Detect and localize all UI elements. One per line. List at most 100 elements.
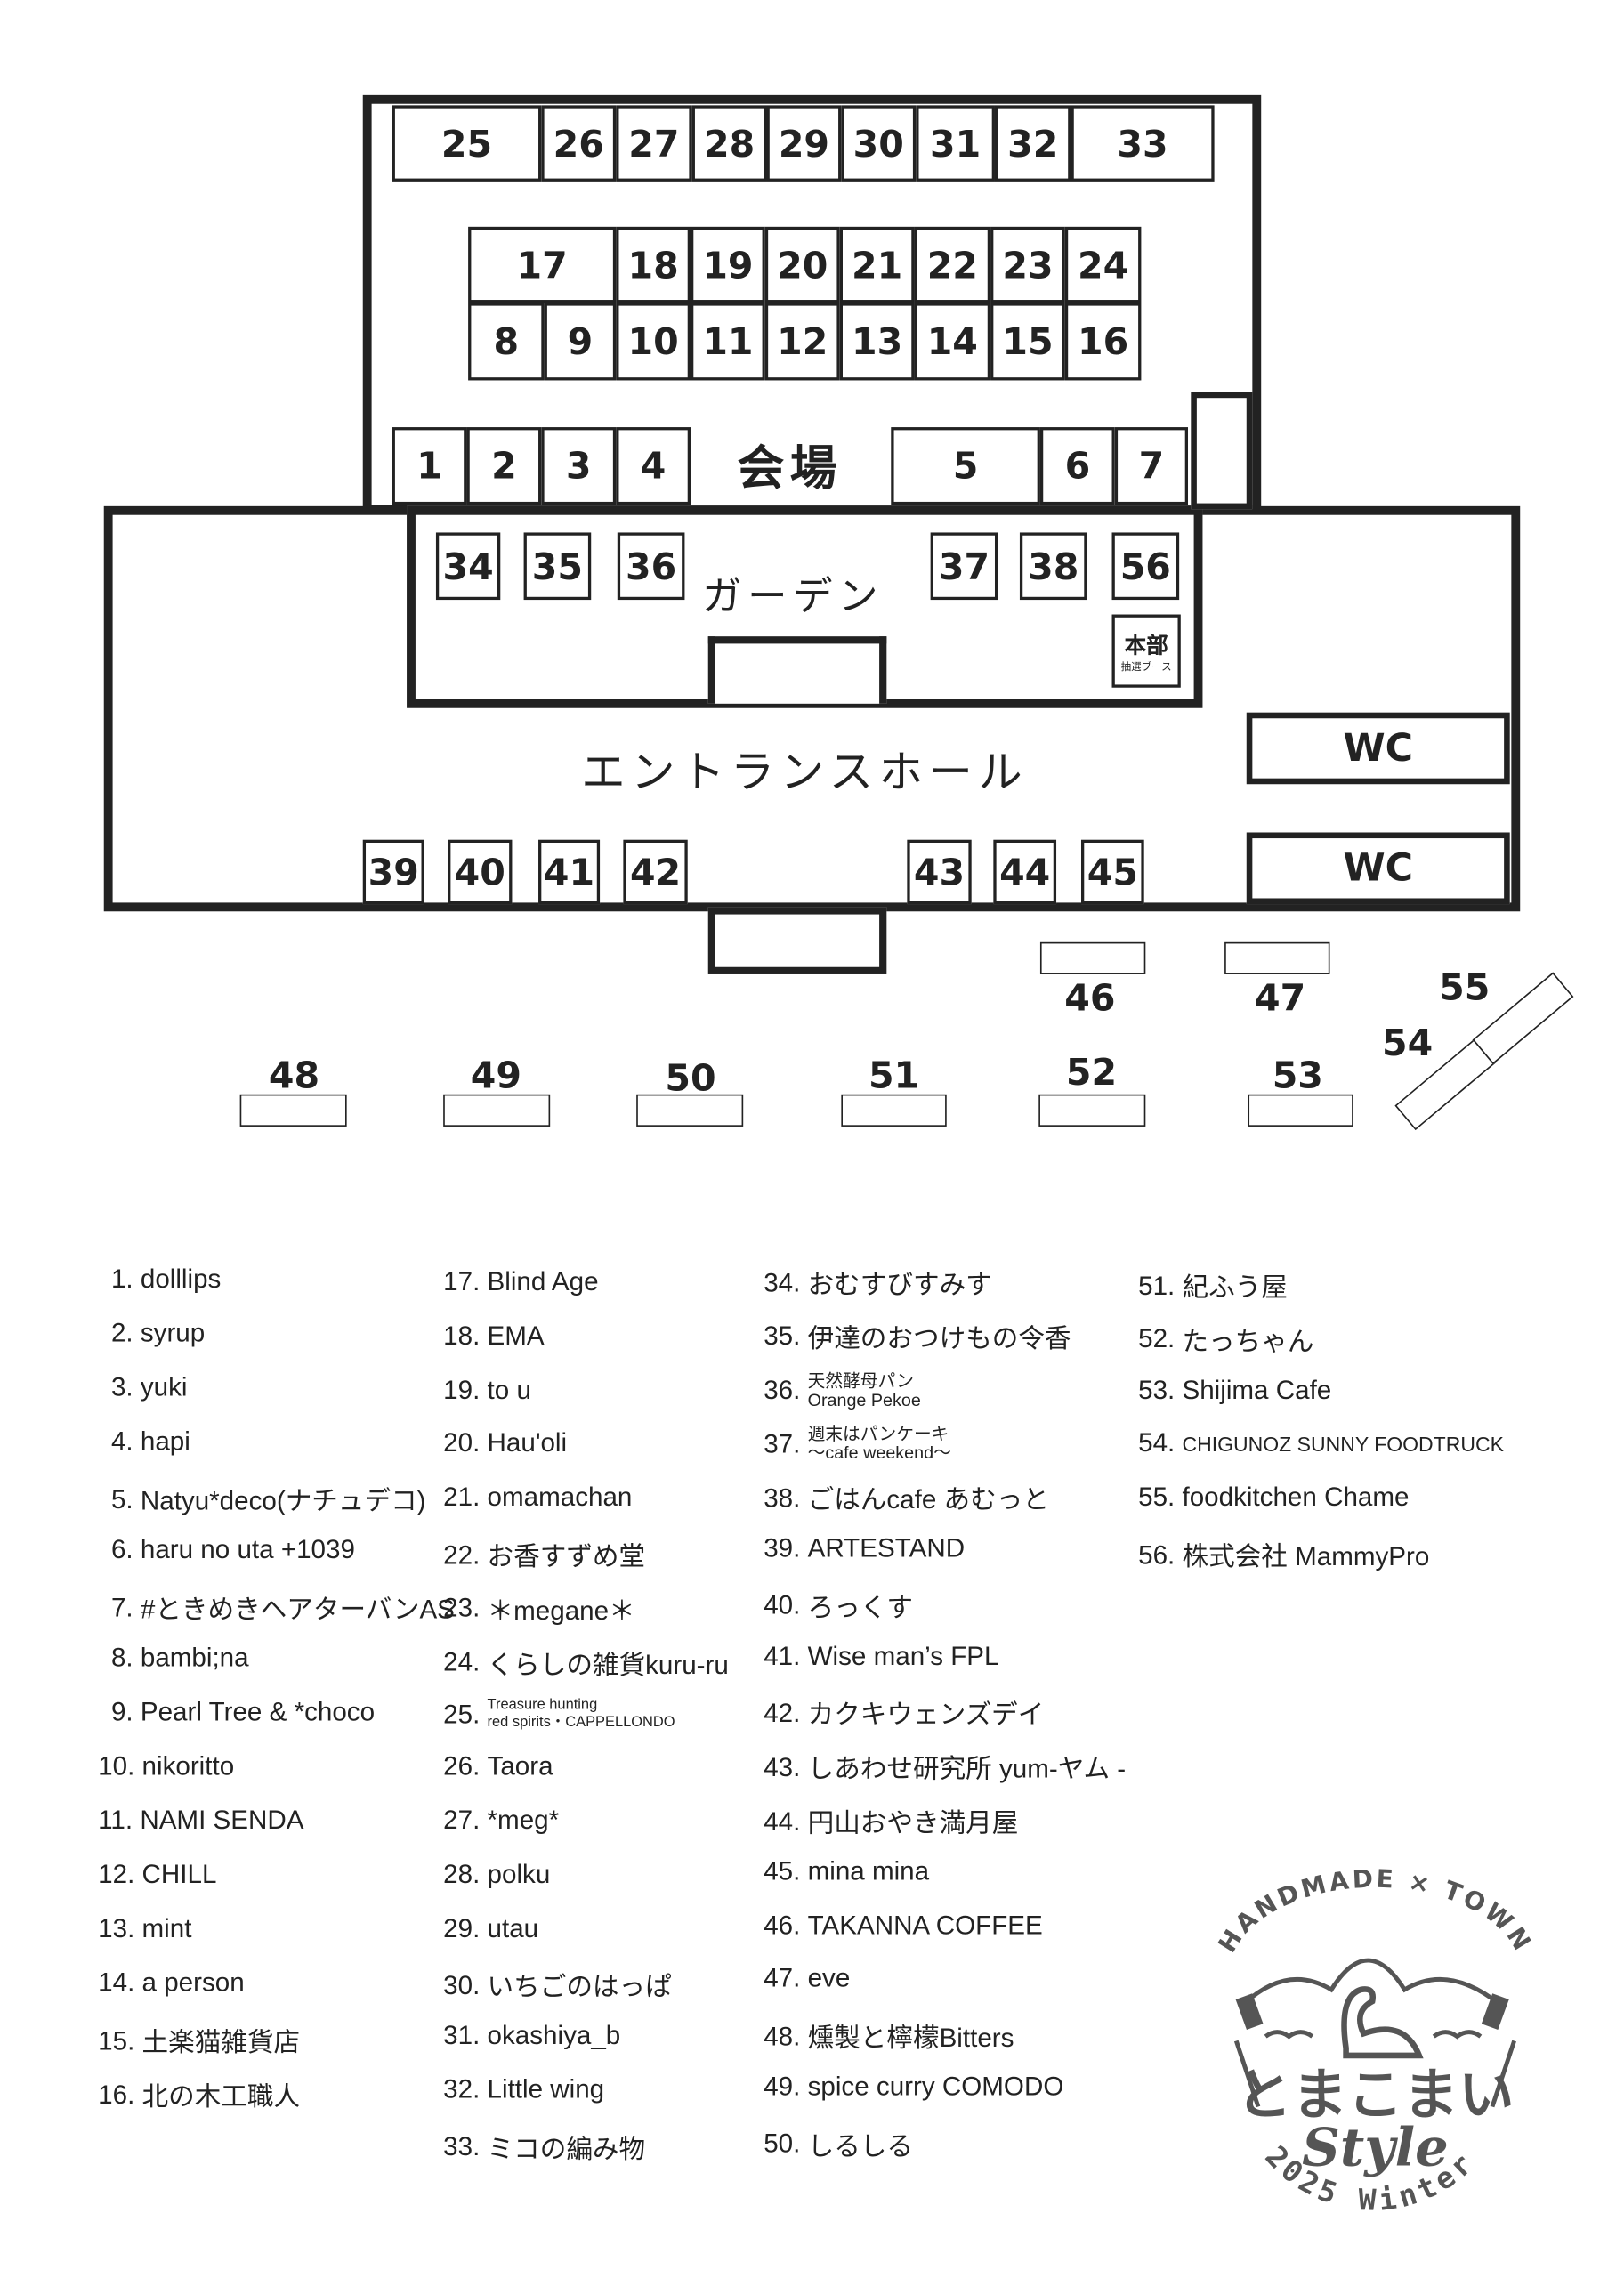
vendor-number: 40. (764, 1590, 801, 1620)
vendor-name: NAMI SENDA (140, 1805, 304, 1835)
vendor-item: 46.TAKANNA COFFEE (764, 1910, 1043, 1942)
vendor-item: 52.たっちゃん (1138, 1321, 1313, 1359)
vendor-name: utau (487, 1912, 539, 1943)
spool-right-icon (1481, 1993, 1509, 2031)
booth-51-label: 51 (868, 1054, 920, 1097)
booth-33: 33 (1071, 105, 1215, 182)
booth-42: 42 (623, 839, 688, 905)
booth-46-table (1039, 941, 1146, 974)
booth-50-label: 50 (665, 1056, 716, 1100)
vendor-name: おむすびすみす (807, 1270, 992, 1299)
vendor-item: 38.ごはんcafe あむっと (764, 1479, 1049, 1517)
booth-20: 20 (764, 226, 840, 303)
booth-53-label: 53 (1272, 1054, 1323, 1097)
vendor-number: 15. (98, 2025, 135, 2056)
vendor-item: 6.haru no uta +1039 (111, 1535, 355, 1566)
vendor-name-line1: 週末はパンケーキ (807, 1424, 949, 1445)
side-room (1191, 392, 1253, 510)
booth-1: 1 (392, 427, 467, 505)
booth-8: 8 (468, 303, 545, 381)
vendor-item: 30.いちごのはっぱ (443, 1967, 672, 2005)
vendor-item: 4.hapi (111, 1426, 190, 1458)
vendor-number: 10. (98, 1750, 135, 1781)
vendor-name: spice curry COMODO (807, 2072, 1064, 2101)
vendor-item: 2.syrup (111, 1318, 205, 1349)
vendor-number: 38. (764, 1482, 801, 1513)
booth-11: 11 (691, 303, 765, 381)
vendor-name: ごはんcafe あむっと (807, 1485, 1049, 1515)
booth-48-table (239, 1094, 347, 1127)
booth-46-label: 46 (1064, 976, 1116, 1020)
vendor-number: 17. (443, 1266, 481, 1297)
vendor-number: 35. (764, 1321, 801, 1351)
vendor-number: 46. (764, 1910, 801, 1940)
booth-56: 56 (1111, 532, 1180, 601)
booth-38: 38 (1019, 532, 1087, 601)
vendor-item: 55.foodkitchen Chame (1138, 1482, 1409, 1514)
vendor-number: 31. (443, 2020, 481, 2050)
booth-29: 29 (766, 105, 842, 182)
vendor-number: 22. (443, 1539, 481, 1570)
vendor-name: いちごのはっぱ (487, 1972, 672, 2002)
vendor-name-line1: 天然酵母パン (807, 1369, 914, 1391)
vendor-number: 29. (443, 1912, 481, 1943)
vendor-name: Blind Age (487, 1266, 599, 1297)
vendor-name: Little wing (487, 2074, 605, 2104)
vendor-number: 55. (1138, 1482, 1176, 1512)
booth-34: 34 (435, 532, 501, 601)
vendor-item: 9.Pearl Tree & *choco (111, 1697, 375, 1728)
vendor-item: 26.Taora (443, 1751, 553, 1782)
vendor-item: 48.燻製と檸檬Bitters (764, 2018, 1014, 2056)
vendor-item: 20.Hau'oli (443, 1428, 567, 1459)
vendor-number: 16. (98, 2080, 135, 2109)
vendor-name: dolllips (140, 1264, 222, 1294)
vendor-name: Hau'oli (487, 1428, 568, 1458)
thread-line (1241, 1958, 1501, 2007)
vendor-number: 7. (110, 1592, 133, 1622)
vendor-item: 8.bambi;na (111, 1643, 249, 1674)
vendor-name: 円山おやき満月屋 (807, 1808, 1019, 1838)
vendor-name: nikoritto (141, 1750, 235, 1781)
vendor-number: 28. (443, 1859, 481, 1889)
booth-32: 32 (994, 105, 1071, 182)
vendor-name: しあわせ研究所 yum-ヤム - (807, 1754, 1127, 1784)
vendor-name: しるしる (807, 2131, 913, 2161)
booth-39: 39 (362, 839, 424, 905)
booth-41: 41 (538, 839, 601, 905)
vendor-number: 20. (443, 1428, 481, 1458)
vendor-number: 11. (98, 1805, 133, 1835)
booth-10: 10 (616, 303, 691, 381)
vendor-item: 1.dolllips (111, 1264, 221, 1296)
booth-5: 5 (891, 427, 1040, 505)
booth-7: 7 (1114, 427, 1189, 505)
vendor-item: 47.eve (764, 1964, 850, 1995)
booth-3: 3 (541, 427, 617, 505)
vendor-item: 23.＊megane＊ (443, 1590, 635, 1628)
vendor-number: 48. (764, 2021, 801, 2051)
vendor-number: 18. (443, 1321, 481, 1351)
booth-36: 36 (617, 532, 685, 601)
vendor-name: syrup (140, 1318, 206, 1348)
vendor-number: 8. (110, 1643, 133, 1673)
vendor-name: a person (141, 1967, 245, 1998)
vendor-item: 15.土楽猫雑貨店 (98, 2022, 300, 2060)
vendor-name: 燻製と檸檬Bitters (807, 2024, 1014, 2053)
booth-27: 27 (616, 105, 692, 182)
vendor-number: 6. (110, 1534, 133, 1564)
booth-43: 43 (907, 839, 972, 905)
vendor-name: polku (487, 1859, 551, 1889)
vendor-number: 9. (110, 1697, 133, 1727)
booth-50-table (636, 1094, 744, 1127)
vendor-number: 19. (443, 1374, 481, 1404)
vendor-name-line2: ～cafe weekend～ (807, 1442, 951, 1464)
wc-1: WC (1246, 712, 1510, 785)
vendor-item: 3.yuki (111, 1372, 188, 1403)
vendor-item: 35.伊達のおつけもの令香 (764, 1318, 1071, 1356)
vendor-item: 40.ろっくす (764, 1587, 913, 1626)
vendor-name: Shijima Cafe (1182, 1374, 1332, 1404)
vendor-number: 44. (764, 1805, 801, 1836)
event-logo: HANDMADE × TOWN とまこまい Style 2025 Winter (1212, 1864, 1535, 2217)
vendor-name: eve (807, 1964, 851, 1993)
vendor-name-line2: red spirits・CAPPELLONDO (487, 1715, 675, 1732)
vendor-name: mint (141, 1913, 192, 1943)
